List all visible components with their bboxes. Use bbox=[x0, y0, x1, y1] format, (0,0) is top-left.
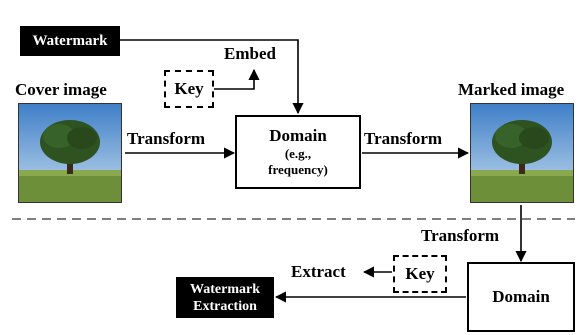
domain-box-top: Domain (e.g., frequency) bbox=[235, 115, 361, 189]
key-label-top: Key bbox=[174, 79, 204, 98]
extraction-line1: Watermark bbox=[190, 281, 260, 297]
domain-bottom-label: Domain bbox=[492, 287, 550, 306]
key-to-embed-arrow bbox=[214, 68, 260, 90]
extract-label: Extract bbox=[291, 262, 346, 281]
key-label-bottom: Key bbox=[405, 264, 435, 283]
embed-label: Embed bbox=[224, 44, 276, 63]
cover-image bbox=[18, 103, 122, 203]
cover-image-label: Cover image bbox=[15, 80, 107, 99]
domain-note-line2: frequency) bbox=[268, 162, 328, 177]
watermark-to-domain-arrow bbox=[120, 39, 304, 115]
tree-image bbox=[19, 104, 121, 202]
watermark-box: Watermark bbox=[20, 26, 120, 56]
domain-note-line1: (e.g., bbox=[284, 146, 312, 161]
domain-box-bottom: Domain bbox=[467, 262, 575, 332]
domain-title: Domain bbox=[269, 126, 327, 145]
watermark-extraction-box: Watermark Extraction bbox=[176, 277, 274, 318]
watermark-label: Watermark bbox=[32, 32, 108, 49]
extraction-line2: Extraction bbox=[193, 298, 257, 314]
transform-left-label: Transform bbox=[127, 129, 206, 148]
transform-right-label: Transform bbox=[364, 129, 443, 148]
tree-image bbox=[471, 104, 573, 202]
marked-image bbox=[470, 103, 574, 203]
key-box-top: Key bbox=[164, 70, 214, 108]
transform-bottom-label: Transform bbox=[421, 226, 500, 245]
key-box-bottom: Key bbox=[393, 255, 447, 293]
marked-image-label: Marked image bbox=[458, 80, 565, 99]
